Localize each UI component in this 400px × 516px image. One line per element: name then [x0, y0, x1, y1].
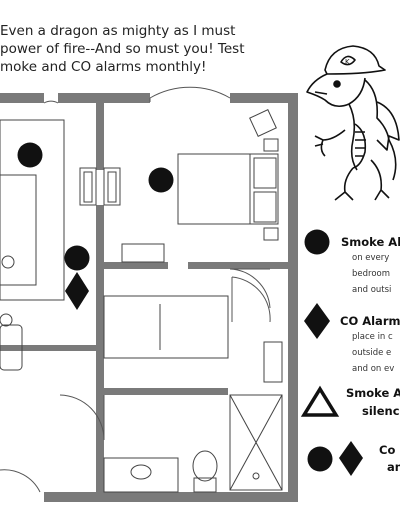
smoke-desc-line-3: and outsi: [352, 285, 392, 295]
co-alarm-marker: [65, 272, 89, 310]
smoke-alarm-marker: [148, 167, 174, 193]
silence-legend-icon: [300, 385, 340, 417]
co-desc-line-2: outside e: [352, 348, 392, 358]
combo-smoke-legend-icon: [307, 446, 333, 472]
smoke-alarm-legend-title: Smoke Al: [341, 235, 400, 249]
silence-legend-title-2: silence: [362, 404, 400, 418]
combo-legend-title-1: Co: [379, 443, 396, 457]
door-swings: [0, 86, 271, 493]
intro-line-1: Even a dragon as mighty as I must: [0, 23, 236, 39]
svg-text:K: K: [345, 58, 350, 66]
smoke-alarm-legend-icon: [304, 229, 330, 255]
silence-legend-title-1: Smoke A: [346, 386, 400, 400]
walls: [0, 93, 298, 502]
co-desc-line-3: and on ev: [352, 364, 395, 374]
combo-legend-title-2: and: [387, 460, 400, 474]
smoke-desc-line-2: bedroom: [352, 269, 391, 279]
smoke-alarm-marker: [17, 142, 43, 168]
co-alarm-legend-icon: [304, 303, 330, 339]
intro-text: Even a dragon as mighty as I must power …: [0, 22, 300, 76]
co-alarm-legend-desc: place in c outside e and on ev: [352, 329, 394, 377]
co-alarm-legend-title: CO Alarm: [340, 314, 400, 328]
intro-line-3: moke and CO alarms monthly!: [0, 59, 207, 75]
dragon-mascot-icon: K: [306, 45, 400, 201]
combo-co-legend-icon: [339, 441, 363, 476]
furniture: [0, 109, 283, 493]
smoke-desc-line-1: on every: [352, 253, 390, 263]
intro-line-2: power of fire--And so must you! Test: [0, 41, 245, 57]
smoke-alarm-legend-desc: on every bedroom and outsi: [352, 250, 391, 298]
smoke-alarm-marker: [64, 245, 90, 271]
co-desc-line-1: place in c: [352, 332, 393, 342]
